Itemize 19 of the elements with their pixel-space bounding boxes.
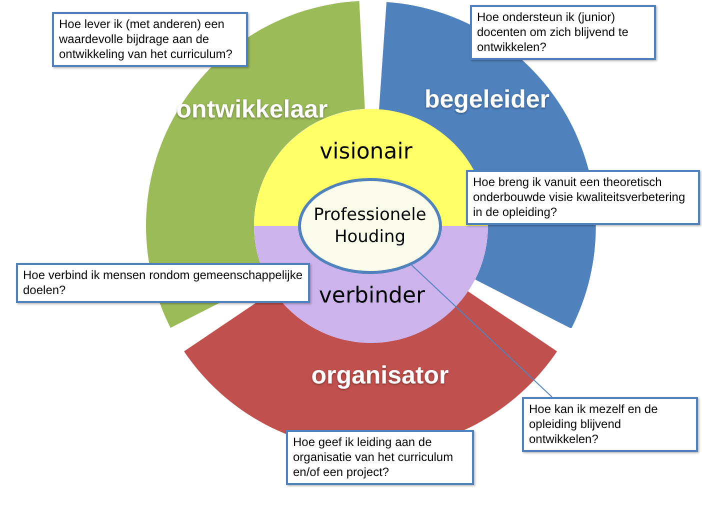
question-box bbox=[16, 263, 310, 303]
question-text: Hoe geef ik leiding aan de organisatie van het curriculum en/of een project? bbox=[293, 435, 454, 480]
segment-label: organisator bbox=[311, 361, 449, 390]
center-label: Professionele Houding bbox=[312, 204, 428, 248]
question-text: Hoe verbind ik mensen rondom gemeenschappelijke doelen? bbox=[23, 268, 303, 298]
question-box bbox=[52, 12, 248, 67]
question-text: Hoe ondersteun ik (junior) docenten om zich blijvend te ontwikkelen? bbox=[477, 10, 630, 55]
question-text: Hoe kan ik mezelf en de opleiding blijvend ontwikkelen? bbox=[529, 402, 659, 447]
question-box bbox=[466, 170, 700, 225]
section-label: verbinder bbox=[318, 284, 426, 308]
question-box bbox=[470, 5, 656, 60]
question-text: Hoe breng ik vanuit een theoretisch onderbouwde visie kwaliteitsverbetering in de opleiding? bbox=[473, 175, 686, 220]
leader-line bbox=[411, 264, 552, 398]
question-box bbox=[286, 430, 474, 485]
section-label: visionair bbox=[320, 140, 412, 164]
segment-label: ontwikkelaar bbox=[176, 95, 328, 124]
question-text: Hoe lever ik (met anderen) een waardevolle bijdrage aan de ontwikkeling van het curriculum? bbox=[59, 17, 234, 62]
question-box bbox=[522, 397, 698, 452]
segment-label: begeleider bbox=[424, 85, 550, 114]
